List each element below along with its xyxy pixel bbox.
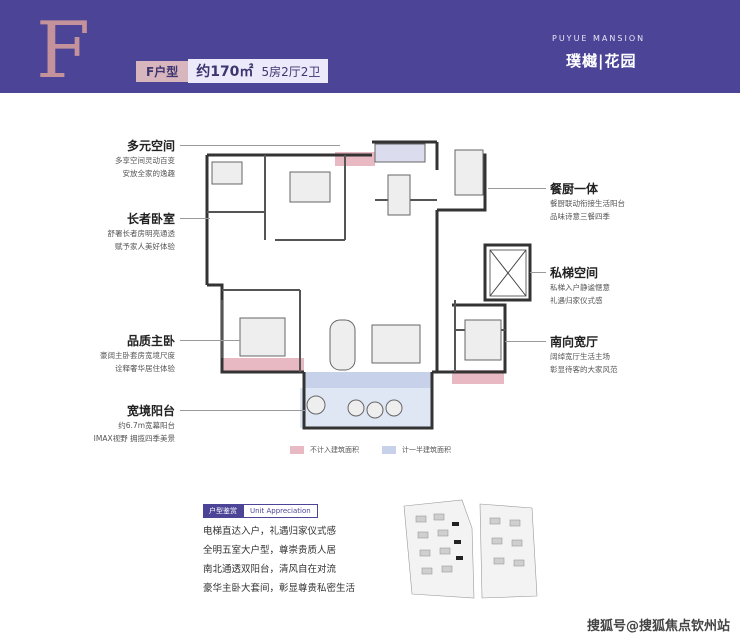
callout-line: 赋予家人美好体验 xyxy=(115,242,175,251)
appreciation-tab-cn: 户型鉴赏 xyxy=(203,504,243,518)
unit-letter: F xyxy=(36,6,91,96)
callout-title: 餐厨一体 xyxy=(550,182,599,196)
callout-living: 南向宽厅 阔绰宽厅生活主场 彰显待客的大家风范 xyxy=(550,333,700,376)
callout-line: 舒署长者房明亮通透 xyxy=(107,229,176,238)
site-plan-thumbnail xyxy=(403,499,538,599)
appreciation-item: 电梯直达入户，礼遇归家仪式感 xyxy=(203,526,337,537)
unit-rooms: 5房2厅2卫 xyxy=(261,64,321,79)
legend-pink: 不计入建筑面积 xyxy=(290,445,359,455)
leader-balcony xyxy=(180,410,305,411)
unit-type-label: F户型 xyxy=(136,60,189,82)
callout-dining: 餐厨一体 餐厨联动衔接生活阳台 品味诗意三餐四季 xyxy=(550,180,700,223)
callout-line: 彰显待客的大家风范 xyxy=(550,365,618,374)
brand-chinese: 璞樾|花园 xyxy=(566,52,637,70)
leader-dining xyxy=(488,188,546,189)
appreciation-header: 户型鉴赏 Unit Appreciation xyxy=(203,504,419,518)
callout-line: 礼遇归家仪式感 xyxy=(550,296,603,305)
legend-label: 不计入建筑面积 xyxy=(310,446,359,454)
callout-line: 阔绰宽厅生活主场 xyxy=(550,352,610,361)
appreciation-list: 电梯直达入户，礼遇归家仪式感 全明五室大户型，尊崇贵质人居 南北通透双阳台，清风… xyxy=(203,523,419,594)
unit-area: 约170㎡ xyxy=(196,64,254,80)
leader-living xyxy=(505,341,546,342)
appreciation-item: 豪华主卧大套间，彰显尊贵私密生活 xyxy=(203,583,356,594)
callout-line: 诠释奢华居住体验 xyxy=(115,364,175,373)
callout-balcony: 宽境阳台 约6.7m宽幕阳台 IMAX视野 拥揽四季美景 xyxy=(40,402,175,445)
leader-master xyxy=(180,340,240,341)
callout-elder: 长者卧室 舒署长者房明亮通透 赋予家人美好体验 xyxy=(40,210,176,253)
leader-multi xyxy=(180,145,340,146)
callout-title: 品质主卧 xyxy=(126,334,175,348)
callout-line: IMAX视野 拥揽四季美景 xyxy=(93,434,175,443)
callout-line: 安放全家的逸趣 xyxy=(122,169,176,178)
callout-multi: 多元空间 多享空间灵动百变 安放全家的逸趣 xyxy=(40,137,175,180)
leader-elevator xyxy=(530,272,546,273)
callout-title: 宽境阳台 xyxy=(126,404,175,418)
callout-elevator: 私梯空间 私梯入户静谧惬意 礼遇归家仪式感 xyxy=(550,264,700,307)
appreciation-tab-en: Unit Appreciation xyxy=(243,504,318,518)
appreciation-item: 全明五室大户型，尊崇贵质人居 xyxy=(203,545,337,556)
callout-title: 南向宽厅 xyxy=(550,335,599,349)
legend-blue: 计一半建筑面积 xyxy=(382,445,451,455)
appreciation-item: 南北通透双阳台，清风自在对流 xyxy=(203,564,337,575)
callout-line: 私梯入户静谧惬意 xyxy=(550,283,610,292)
blue-zone-balcony xyxy=(304,372,432,388)
callout-line: 约6.7m宽幕阳台 xyxy=(118,421,175,430)
brand-english: PUYUE MANSION xyxy=(552,34,646,43)
header-banner xyxy=(0,0,740,93)
watermark: 搜狐号@搜狐焦点钦州站 xyxy=(586,619,730,634)
callout-line: 豪阔主卧套房宽境尺度 xyxy=(100,351,175,360)
legend-label: 计一半建筑面积 xyxy=(402,446,451,454)
pink-zone-master-balcony xyxy=(222,358,304,372)
unit-area-box: 约170㎡ 5房2厅2卫 xyxy=(188,59,329,83)
legend-swatch-pink xyxy=(290,446,304,454)
callout-line: 品味诗意三餐四季 xyxy=(550,212,610,221)
legend-swatch-blue xyxy=(382,446,396,454)
callout-title: 长者卧室 xyxy=(126,212,175,226)
unit-type-box: F户型 约170㎡ 5房2厅2卫 xyxy=(136,59,329,83)
callout-title: 多元空间 xyxy=(126,139,175,153)
unit-appreciation: 户型鉴赏 Unit Appreciation 电梯直达入户，礼遇归家仪式感 全明… xyxy=(203,504,419,594)
callout-title: 私梯空间 xyxy=(550,266,599,280)
leader-elder xyxy=(180,218,210,219)
callout-line: 多享空间灵动百变 xyxy=(115,156,175,165)
callout-master: 品质主卧 豪阔主卧套房宽境尺度 诠释奢华居住体验 xyxy=(40,332,175,375)
callout-line: 餐厨联动衔接生活阳台 xyxy=(550,199,625,208)
